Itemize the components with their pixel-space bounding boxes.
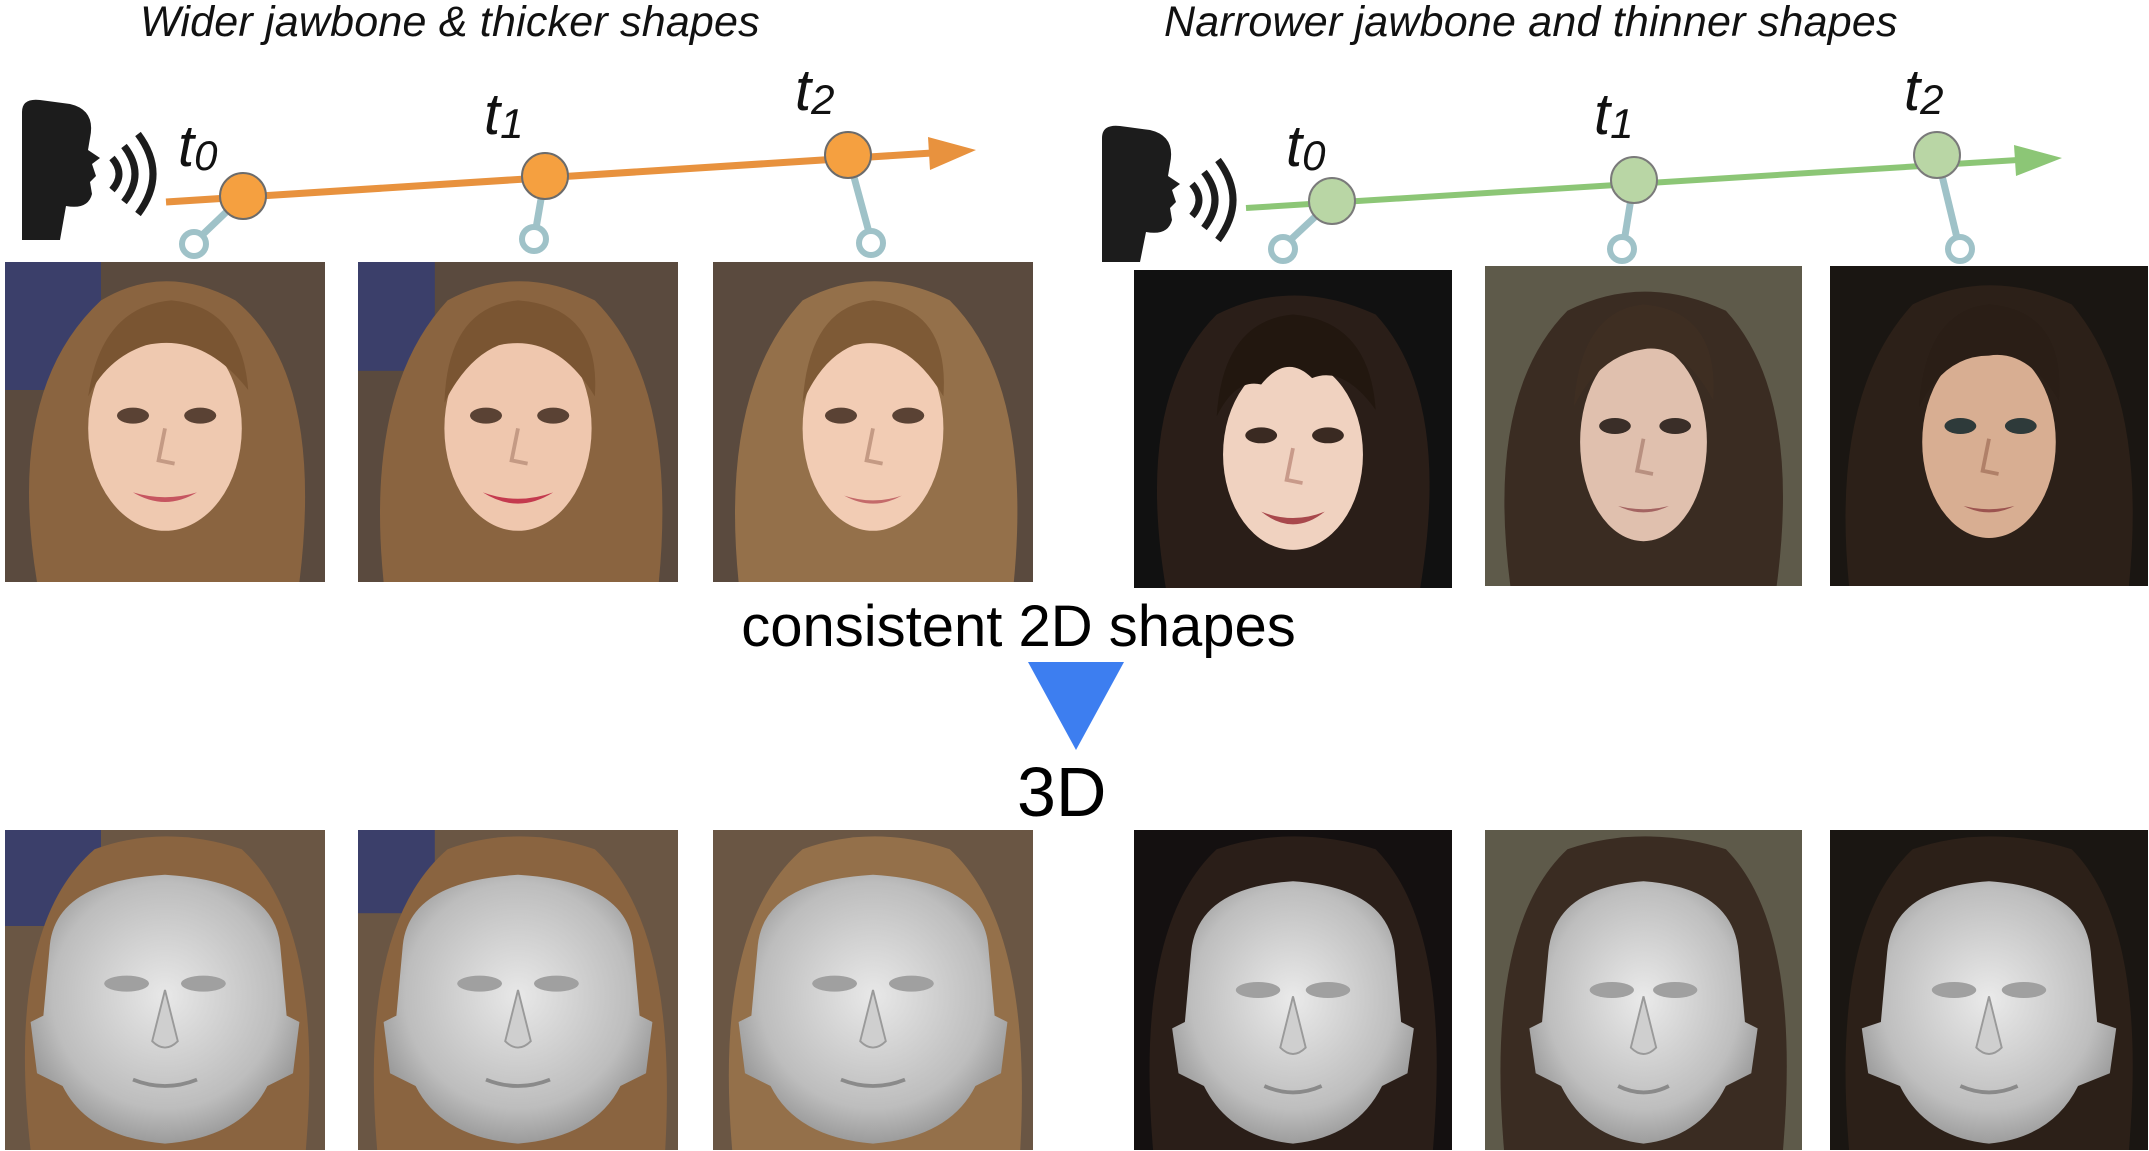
left-node-t2 bbox=[824, 131, 886, 258]
t-letter: t bbox=[484, 82, 501, 147]
right-panel-title: Narrower jawbone and thinner shapes bbox=[1164, 0, 1898, 46]
left-t2-label: t2 bbox=[795, 62, 834, 121]
t-letter: t bbox=[795, 58, 812, 123]
face-photo-right-t0 bbox=[1134, 270, 1452, 588]
left-t0-label: t0 bbox=[178, 118, 217, 177]
t-subscript: 2 bbox=[1920, 76, 1944, 123]
face-photo-right-t1 bbox=[1485, 266, 1802, 586]
mesh-overlay-right-t1 bbox=[1485, 830, 1802, 1150]
right-node-t0 bbox=[1268, 177, 1356, 264]
mesh-overlay-left-t2 bbox=[713, 830, 1033, 1150]
face-photo-left-t1 bbox=[358, 262, 678, 582]
consistent-2d-shapes-caption: consistent 2D shapes bbox=[0, 593, 2149, 660]
t-letter: t bbox=[178, 114, 195, 179]
mesh-overlay-right-t2 bbox=[1830, 830, 2148, 1150]
t-letter: t bbox=[1286, 114, 1303, 179]
speaking-head-icon-right bbox=[1102, 125, 1237, 262]
caption-text: consistent 2D shapes bbox=[741, 594, 1296, 659]
left-node-t0 bbox=[179, 172, 267, 259]
down-arrow-icon bbox=[1028, 662, 1124, 750]
mesh-overlay-left-t0 bbox=[5, 830, 325, 1150]
speaking-head-icon-left bbox=[22, 99, 157, 240]
right-t2-label: t2 bbox=[1904, 62, 1943, 121]
mesh-overlay-left-t1 bbox=[358, 830, 678, 1150]
left-t1-label: t1 bbox=[484, 86, 523, 145]
t-subscript: 1 bbox=[1610, 100, 1634, 147]
t-subscript: 1 bbox=[500, 100, 524, 147]
face-photo-right-t2 bbox=[1830, 266, 2148, 586]
t-subscript: 2 bbox=[811, 76, 835, 123]
left-panel-title: Wider jawbone & thicker shapes bbox=[140, 0, 760, 46]
t-letter: t bbox=[1594, 82, 1611, 147]
face-photo-left-t2 bbox=[713, 262, 1033, 582]
t-letter: t bbox=[1904, 58, 1921, 123]
mesh-overlay-right-t0 bbox=[1134, 830, 1452, 1150]
face-photo-left-t0 bbox=[5, 262, 325, 582]
right-t0-label: t0 bbox=[1286, 118, 1325, 177]
right-node-t2 bbox=[1913, 131, 1975, 264]
left-node-t1 bbox=[519, 152, 569, 254]
right-node-t1 bbox=[1607, 156, 1658, 264]
t-subscript: 0 bbox=[194, 132, 218, 179]
3d-label: 3D bbox=[1017, 753, 1107, 831]
right-t1-label: t1 bbox=[1594, 86, 1633, 145]
t-subscript: 0 bbox=[1302, 132, 1326, 179]
